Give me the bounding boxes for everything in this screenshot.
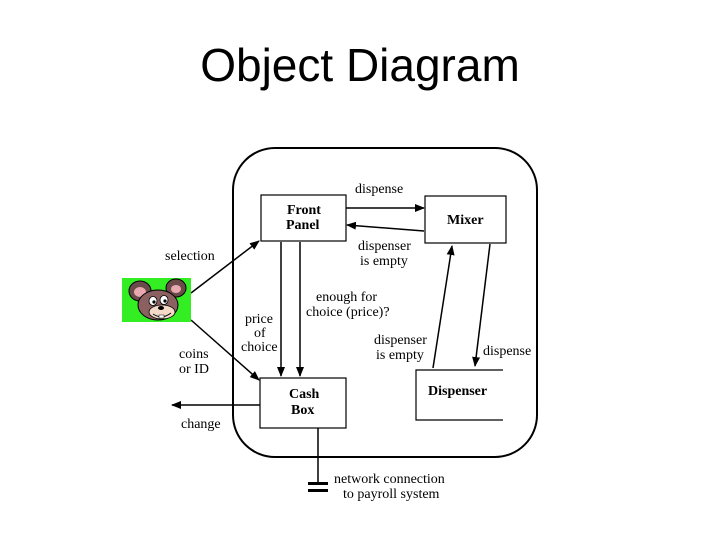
dispenser-empty-arrow-2	[432, 245, 455, 369]
coins-label-line1: coins	[179, 347, 209, 362]
dispenser-empty-2-line2: is empty	[376, 348, 424, 363]
front-panel-label-line2: Panel	[286, 218, 320, 233]
front-panel-object[interactable]: Front Panel	[260, 194, 347, 242]
dispenser-empty-1-line1: dispenser	[358, 239, 411, 254]
front-panel-label-line1: Front	[287, 203, 321, 218]
dispenser-empty-2-line1: dispenser	[374, 333, 427, 348]
change-label: change	[181, 417, 221, 432]
dispenser-empty-arrow-1	[346, 221, 425, 232]
mixer-object[interactable]: Mixer	[424, 195, 507, 244]
price-of-choice-line3: choice	[241, 340, 278, 355]
dispense-right-label: dispense	[483, 344, 531, 359]
cash-box-label-line2: Box	[291, 403, 314, 418]
mixer-label: Mixer	[447, 213, 484, 228]
dispense-top-label: dispense	[355, 182, 403, 197]
selection-label: selection	[165, 249, 215, 264]
dispenser-object[interactable]: Dispenser	[415, 369, 503, 421]
price-of-choice-line1: price	[245, 312, 273, 327]
enough-for-choice-line2: choice (price)?	[306, 305, 390, 320]
cartoon-mouse-icon	[122, 278, 191, 322]
coins-arrow	[190, 319, 260, 381]
slide-title: Object Diagram	[200, 39, 520, 91]
selection-arrow	[190, 240, 260, 294]
network-connection-line2: to payroll system	[343, 487, 440, 502]
system-boundary	[232, 147, 538, 458]
cash-box-object[interactable]: Cash Box	[259, 377, 347, 429]
network-connection	[308, 428, 328, 492]
dispenser-label: Dispenser	[428, 384, 487, 399]
dispense-arrow-right	[472, 243, 491, 367]
cash-box-label-line1: Cash	[289, 387, 320, 402]
coins-label-line2: or ID	[179, 362, 209, 377]
network-connection-line1: network connection	[334, 472, 445, 487]
dispenser-empty-1-line2: is empty	[360, 254, 408, 269]
price-of-choice-line2: of	[254, 326, 266, 341]
enough-for-choice-line1: enough for	[316, 290, 377, 305]
